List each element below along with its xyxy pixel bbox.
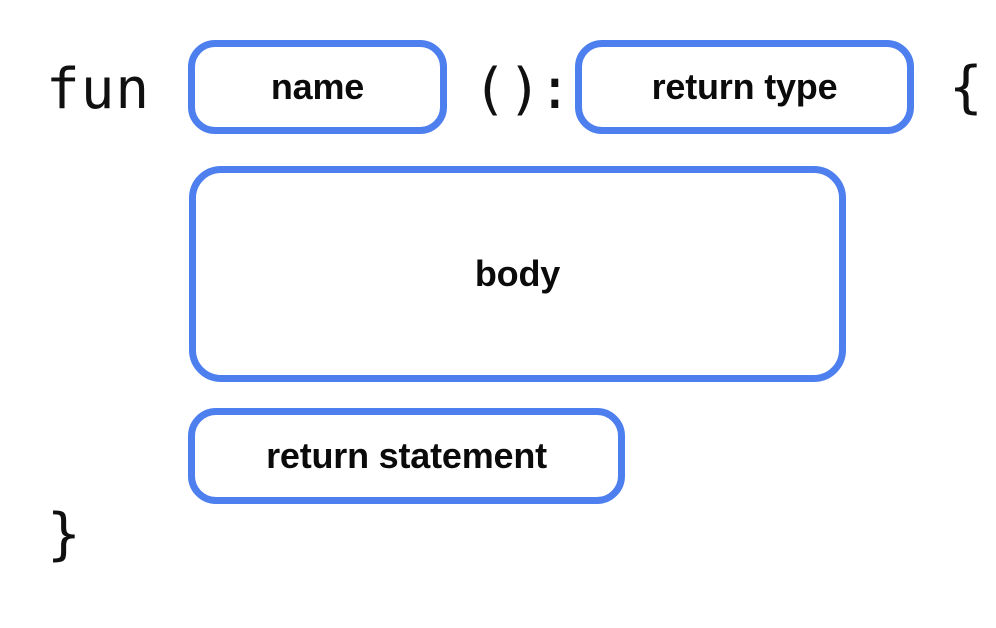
slot-name-label: name [270, 66, 365, 107]
slot-body[interactable]: body [189, 166, 846, 382]
slot-name[interactable]: name [188, 40, 447, 134]
slot-body-label: body [474, 253, 561, 294]
slot-return-type-label: return type [651, 66, 838, 107]
parentheses-token: () [473, 57, 543, 122]
colon-token: : [538, 57, 572, 122]
close-brace-token: } [47, 502, 81, 567]
keyword-fun: fun [46, 57, 151, 122]
slot-return-statement[interactable]: return statement [188, 408, 625, 504]
slot-return-type[interactable]: return type [575, 40, 914, 134]
slot-return-statement-label: return statement [266, 435, 547, 476]
open-brace-token: { [949, 55, 983, 120]
